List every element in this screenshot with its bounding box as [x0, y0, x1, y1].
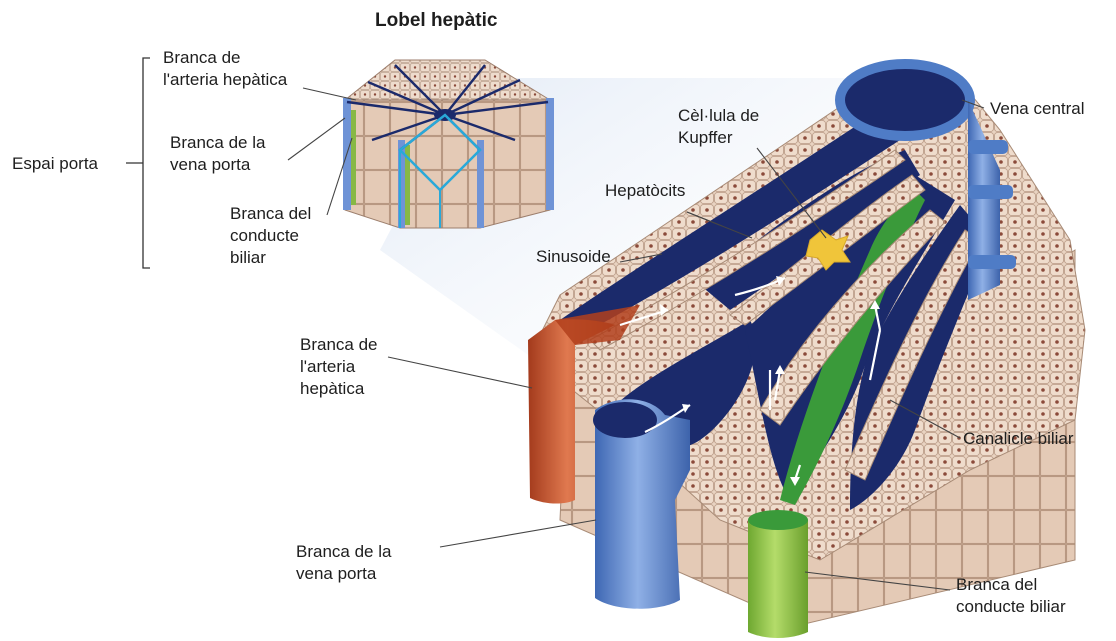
label-portal-vein-branch: Branca de la vena porta	[296, 541, 391, 585]
central-vein	[840, 64, 970, 136]
inset-lobule	[343, 60, 554, 228]
portal-space-label: Espai porta	[12, 153, 98, 175]
inset-label-portal-vein-branch: Branca de la vena porta	[170, 132, 265, 176]
label-kupffer-cell: Cèl·lula de Kupffer	[678, 105, 759, 149]
inset-label-bile-duct-branch: Branca del conducte biliar	[230, 203, 311, 269]
portal-space-bracket	[143, 58, 150, 268]
diagram-title: Lobel hepàtic	[375, 10, 497, 32]
bile-duct-tube	[748, 520, 808, 638]
label-sinusoid: Sinusoide	[536, 246, 611, 268]
label-hepatic-artery-branch: Branca de l'arteria hepàtica	[300, 334, 378, 400]
label-central-vein: Vena central	[990, 98, 1085, 120]
inset-label-hepatic-artery-branch: Branca de l'arteria hepàtica	[163, 47, 287, 91]
label-bile-canaliculus: Canalicle biliar	[963, 428, 1074, 450]
label-hepatocytes: Hepatòcits	[605, 180, 685, 202]
label-bile-duct-branch: Branca del conducte biliar	[956, 574, 1066, 618]
